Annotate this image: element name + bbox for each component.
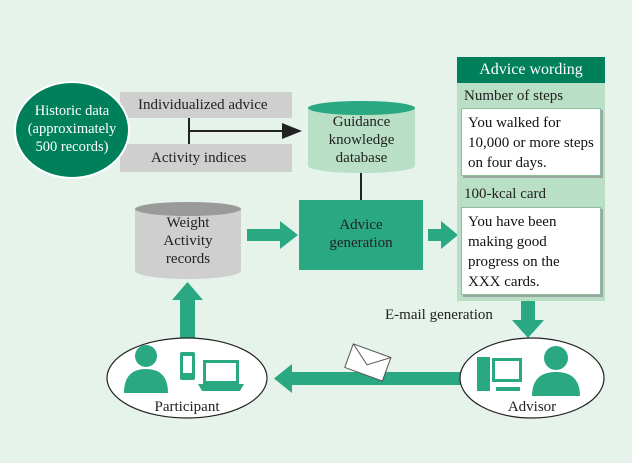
- advice-generation-label: Advice generation: [329, 217, 393, 251]
- email-generation-label: E-mail generation: [385, 307, 493, 323]
- historic-data-ellipse: [14, 81, 130, 179]
- individualized-advice-label: Individualized advice: [138, 97, 268, 113]
- advisor-label: Advisor: [507, 399, 557, 415]
- computer-icon: [477, 357, 522, 391]
- steps-section-title: Number of steps: [464, 88, 564, 104]
- bands-to-db-arrow: [188, 118, 302, 144]
- guidance-database-cylinder: [308, 101, 415, 173]
- activity-indices-label: Activity indices: [151, 150, 247, 166]
- participant-label: Participant: [154, 399, 220, 415]
- activity-indices-band: [120, 144, 292, 172]
- records-database-label: Weight Activity records: [163, 215, 213, 267]
- records-database-cylinder: [135, 202, 241, 279]
- guidance-database-label: Guidance knowledge database: [328, 114, 395, 166]
- kcal-advice-text: You have been making good progress on th…: [461, 207, 601, 295]
- kcal-section-title: 100-kcal card: [464, 186, 547, 202]
- flow-arrows: [172, 221, 544, 393]
- advice-panel-title: Advice wording: [479, 61, 583, 78]
- person-icon: [124, 345, 168, 393]
- historic-data-label: Historic data (approximately 500 records…: [27, 103, 117, 155]
- individualized-advice-band: [120, 92, 292, 118]
- advice-generation-box: [299, 200, 423, 270]
- envelope-icon: [344, 343, 392, 382]
- laptop-icon: [198, 360, 244, 391]
- steps-advice-text: You walked for 10,000 or more steps on f…: [461, 108, 601, 176]
- advisor-person-icon: [532, 346, 580, 396]
- phone-icon: [180, 352, 195, 380]
